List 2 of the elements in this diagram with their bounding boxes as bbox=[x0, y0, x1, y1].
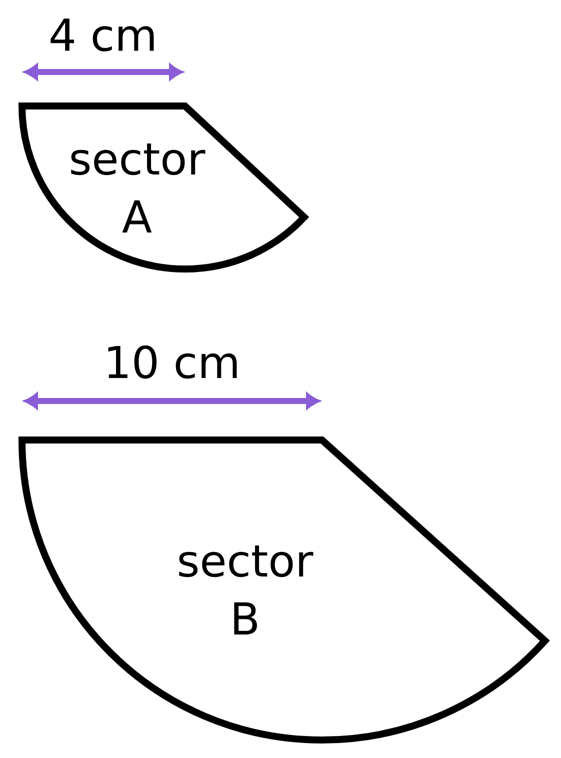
dimension-label: 4 cm bbox=[50, 18, 154, 52]
dimension-label: 10 cm bbox=[108, 345, 237, 379]
